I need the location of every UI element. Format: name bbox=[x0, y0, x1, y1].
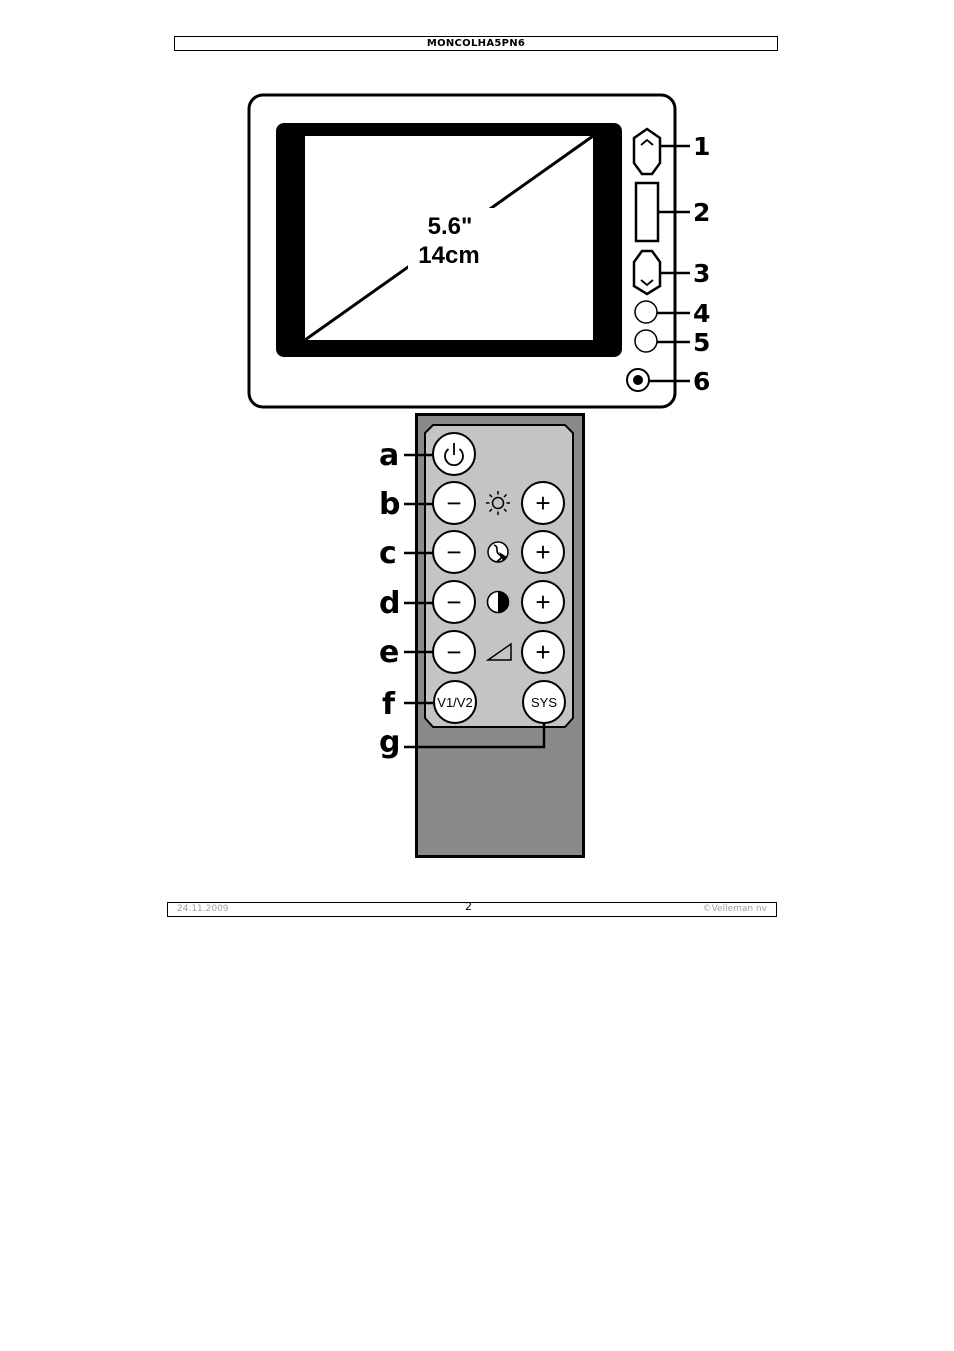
document-header: MONCOLHA5PN6 bbox=[174, 36, 778, 51]
sys-label: SYS bbox=[531, 695, 557, 710]
color-plus-label: + bbox=[535, 537, 550, 567]
callout-b: b bbox=[379, 487, 400, 522]
chevron-down-icon bbox=[640, 279, 654, 287]
header-title: MONCOLHA5PN6 bbox=[426, 38, 526, 49]
brightness-minus-label: − bbox=[446, 488, 461, 518]
screen-size-cm: 14cm bbox=[418, 242, 479, 269]
contrast-plus-label: + bbox=[535, 587, 550, 617]
brightness-icon bbox=[486, 491, 510, 515]
brightness-plus-label: + bbox=[535, 488, 550, 518]
monitor: 5.6" 14cm 1 2 3 4 5 6 bbox=[247, 93, 710, 409]
callout-e: e bbox=[379, 635, 399, 670]
up-button[interactable] bbox=[632, 127, 662, 176]
ir-receiver-dot-icon bbox=[633, 375, 643, 385]
color-minus-label: − bbox=[446, 537, 461, 567]
callout-g: g bbox=[379, 725, 400, 760]
indicator-led-5 bbox=[634, 329, 658, 353]
contrast-icon bbox=[486, 590, 510, 614]
contrast-minus-label: − bbox=[446, 587, 461, 617]
callout-6: 6 bbox=[693, 367, 710, 396]
callout-a: a bbox=[379, 438, 399, 473]
callout-2: 2 bbox=[693, 198, 710, 227]
v1v2-label: V1/V2 bbox=[437, 695, 472, 710]
volume-plus-label: + bbox=[535, 637, 550, 667]
callout-f: f bbox=[382, 687, 396, 722]
remote-control: − + − + − + bbox=[379, 413, 585, 858]
page-number: 2 bbox=[465, 900, 472, 913]
indicator-led-4 bbox=[634, 300, 658, 324]
contrast-plus-button[interactable] bbox=[521, 580, 565, 624]
power-icon bbox=[444, 443, 464, 467]
footer-date: 24.11.2009 bbox=[177, 904, 229, 914]
color-plus-button[interactable] bbox=[521, 530, 565, 574]
volume-plus-button[interactable] bbox=[521, 630, 565, 674]
callout-3: 3 bbox=[693, 259, 710, 288]
callout-5: 5 bbox=[693, 328, 710, 357]
down-button[interactable] bbox=[632, 249, 662, 296]
color-icon bbox=[487, 541, 509, 563]
volume-minus-label: − bbox=[446, 637, 461, 667]
volume-icon bbox=[485, 642, 512, 661]
brightness-plus-button[interactable] bbox=[521, 481, 565, 525]
chevron-up-icon bbox=[640, 138, 654, 146]
menu-button[interactable] bbox=[634, 181, 660, 243]
footer-copyright: ©Velleman nv bbox=[702, 904, 767, 914]
document-footer: 24.11.2009 2 ©Velleman nv bbox=[167, 900, 777, 917]
callout-c: c bbox=[379, 536, 397, 571]
screen-size-inch: 5.6" bbox=[428, 213, 473, 240]
callout-4: 4 bbox=[693, 299, 710, 328]
callout-1: 1 bbox=[693, 132, 710, 161]
callout-d: d bbox=[379, 586, 400, 621]
